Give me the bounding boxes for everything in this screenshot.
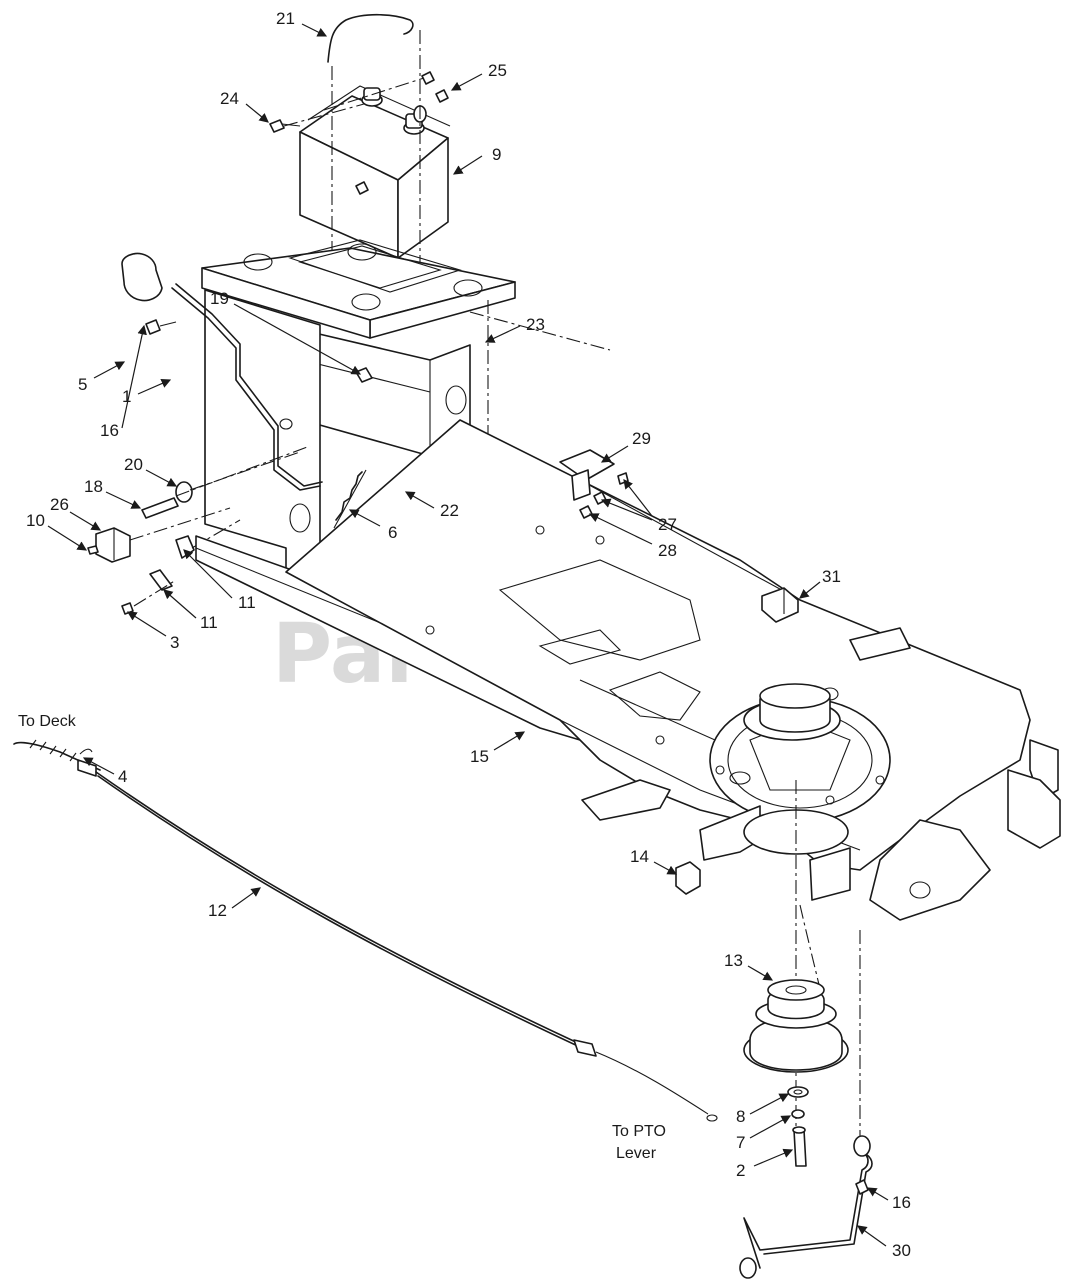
callout-numbers: 21 25 24 9 19 23 5 1 16 20 18 26 10 6 22… [26, 9, 911, 1260]
callout-5: 5 [78, 375, 87, 394]
callout-21: 21 [276, 9, 295, 28]
callout-11-upper: 11 [238, 593, 256, 612]
callout-8: 8 [736, 1107, 745, 1126]
callout-28: 28 [658, 541, 677, 560]
note-to-pto-line2: Lever [616, 1145, 657, 1162]
callout-7: 7 [736, 1133, 745, 1152]
callout-25: 25 [488, 61, 507, 80]
battery-tray [201, 239, 611, 587]
callout-27: 27 [658, 515, 677, 534]
callout-30: 30 [892, 1241, 911, 1260]
callout-1: 1 [122, 387, 131, 406]
callout-20: 20 [124, 455, 143, 474]
callout-16: 16 [100, 421, 119, 440]
callout-31: 31 [822, 567, 841, 586]
callout-11-lower: 11 [200, 613, 218, 632]
note-to-pto-line1: To PTO [612, 1123, 666, 1140]
battery [269, 13, 451, 290]
notes: To Deck To PTO Lever [18, 713, 666, 1162]
callout-29: 29 [632, 429, 651, 448]
callout-23: 23 [526, 315, 545, 334]
switches [559, 449, 799, 895]
callout-6: 6 [388, 523, 397, 542]
callout-3: 3 [170, 633, 179, 652]
callout-13: 13 [724, 951, 743, 970]
callout-18: 18 [84, 477, 103, 496]
pto-rod [739, 1135, 873, 1279]
callout-4: 4 [118, 767, 127, 786]
callout-16-lower: 16 [892, 1193, 911, 1212]
callout-9: 9 [492, 145, 501, 164]
left-hardware [87, 445, 311, 615]
callout-14: 14 [630, 847, 649, 866]
leader-lines [47, 23, 889, 1247]
callout-22: 22 [440, 501, 459, 520]
lift-lever [121, 252, 323, 491]
callout-10: 10 [26, 511, 45, 530]
pto-pulley [743, 683, 861, 1167]
callout-24: 24 [220, 89, 239, 108]
callout-19: 19 [210, 289, 229, 308]
callout-12: 12 [208, 901, 227, 920]
pto-cable [13, 739, 718, 1122]
tractor-frame [195, 419, 1061, 921]
note-to-deck: To Deck [18, 713, 77, 730]
callout-26: 26 [50, 495, 69, 514]
callout-15: 15 [470, 747, 489, 766]
callout-2: 2 [736, 1161, 745, 1180]
